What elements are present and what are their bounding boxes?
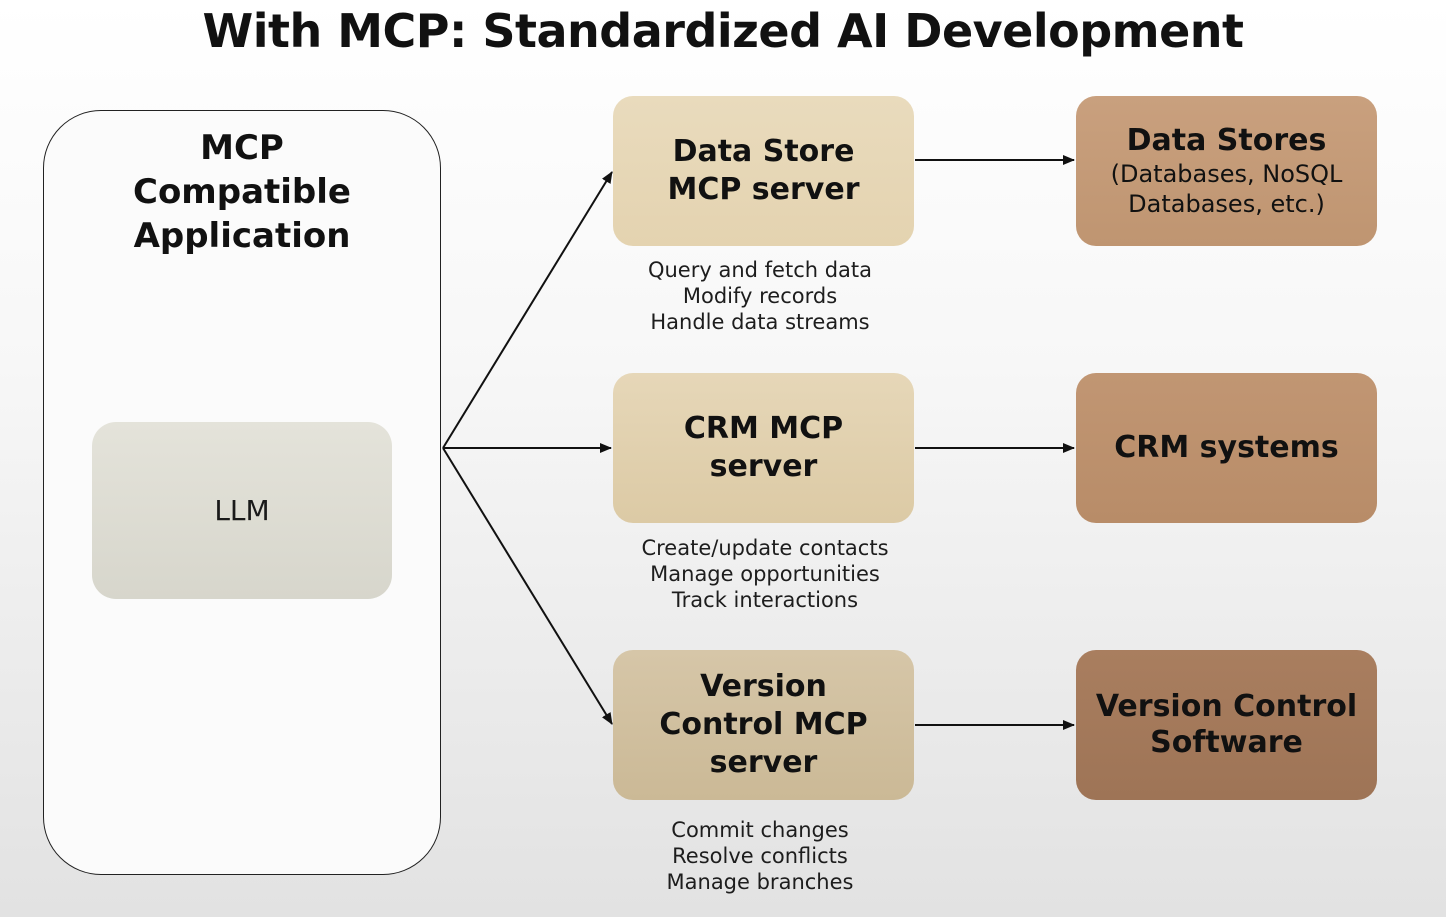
server-name-line: server (709, 745, 818, 780)
target-detail-line: (Databases, NoSQL (1110, 160, 1343, 188)
application-title-line: MCP (200, 128, 284, 168)
version-control-mcp-server: Version Control MCP server (613, 650, 914, 800)
capability-item: Resolve conflicts (672, 844, 848, 868)
data-stores-target: Data Stores (Databases, NoSQL Databases,… (1076, 96, 1377, 246)
llm-label: LLM (214, 494, 270, 527)
llm-box: LLM (92, 422, 392, 599)
capability-item: Track interactions (671, 588, 859, 612)
capability-item: Query and fetch data (647, 258, 873, 282)
version-control-software-target: Version Control Software (1076, 650, 1377, 800)
server-name-line: Data Store (672, 134, 855, 169)
target-name-line: Version Control (1095, 689, 1358, 724)
capability-item: Manage opportunities (650, 562, 880, 586)
capability-item: Commit changes (671, 818, 849, 842)
target-name-line: Software (1150, 725, 1303, 760)
arrow-app-to-version-control-server (442, 447, 613, 725)
server-name-line: MCP server (667, 172, 860, 207)
data-store-mcp-server: Data Store MCP server (613, 96, 914, 246)
crm-systems-target: CRM systems (1076, 373, 1377, 523)
data-store-capabilities: Query and fetch data Modify records Hand… (560, 257, 960, 335)
target-name: Version Control Software (1096, 689, 1357, 761)
application-title: MCP Compatible Application (43, 126, 441, 258)
capability-item: Modify records (682, 284, 838, 308)
crm-mcp-server: CRM MCP server (613, 373, 914, 523)
target-name: CRM systems (1114, 430, 1339, 466)
arrow-app-to-data-store-server (442, 171, 613, 449)
capability-item: Manage branches (666, 870, 854, 894)
capability-item: Handle data streams (650, 310, 870, 334)
application-title-line: Application (133, 216, 351, 256)
target-detail-line: Databases, etc.) (1128, 190, 1325, 218)
capability-item: Create/update contacts (641, 536, 889, 560)
server-name-line: server (709, 449, 818, 484)
server-name-line: Version (700, 669, 827, 704)
server-name-line: Control MCP (659, 707, 868, 742)
server-name-line: CRM MCP (683, 411, 844, 446)
application-title-line: Compatible (133, 172, 351, 212)
version-control-capabilities: Commit changes Resolve conflicts Manage … (560, 817, 960, 895)
target-detail: (Databases, NoSQL Databases, etc.) (1111, 159, 1343, 219)
target-name: Data Stores (1127, 123, 1327, 159)
target-name-line: Data Stores (1126, 123, 1327, 158)
page-title: With MCP: Standardized AI Development (202, 4, 1244, 58)
target-name-line: CRM systems (1114, 430, 1339, 465)
crm-capabilities: Create/update contacts Manage opportunit… (565, 535, 965, 613)
